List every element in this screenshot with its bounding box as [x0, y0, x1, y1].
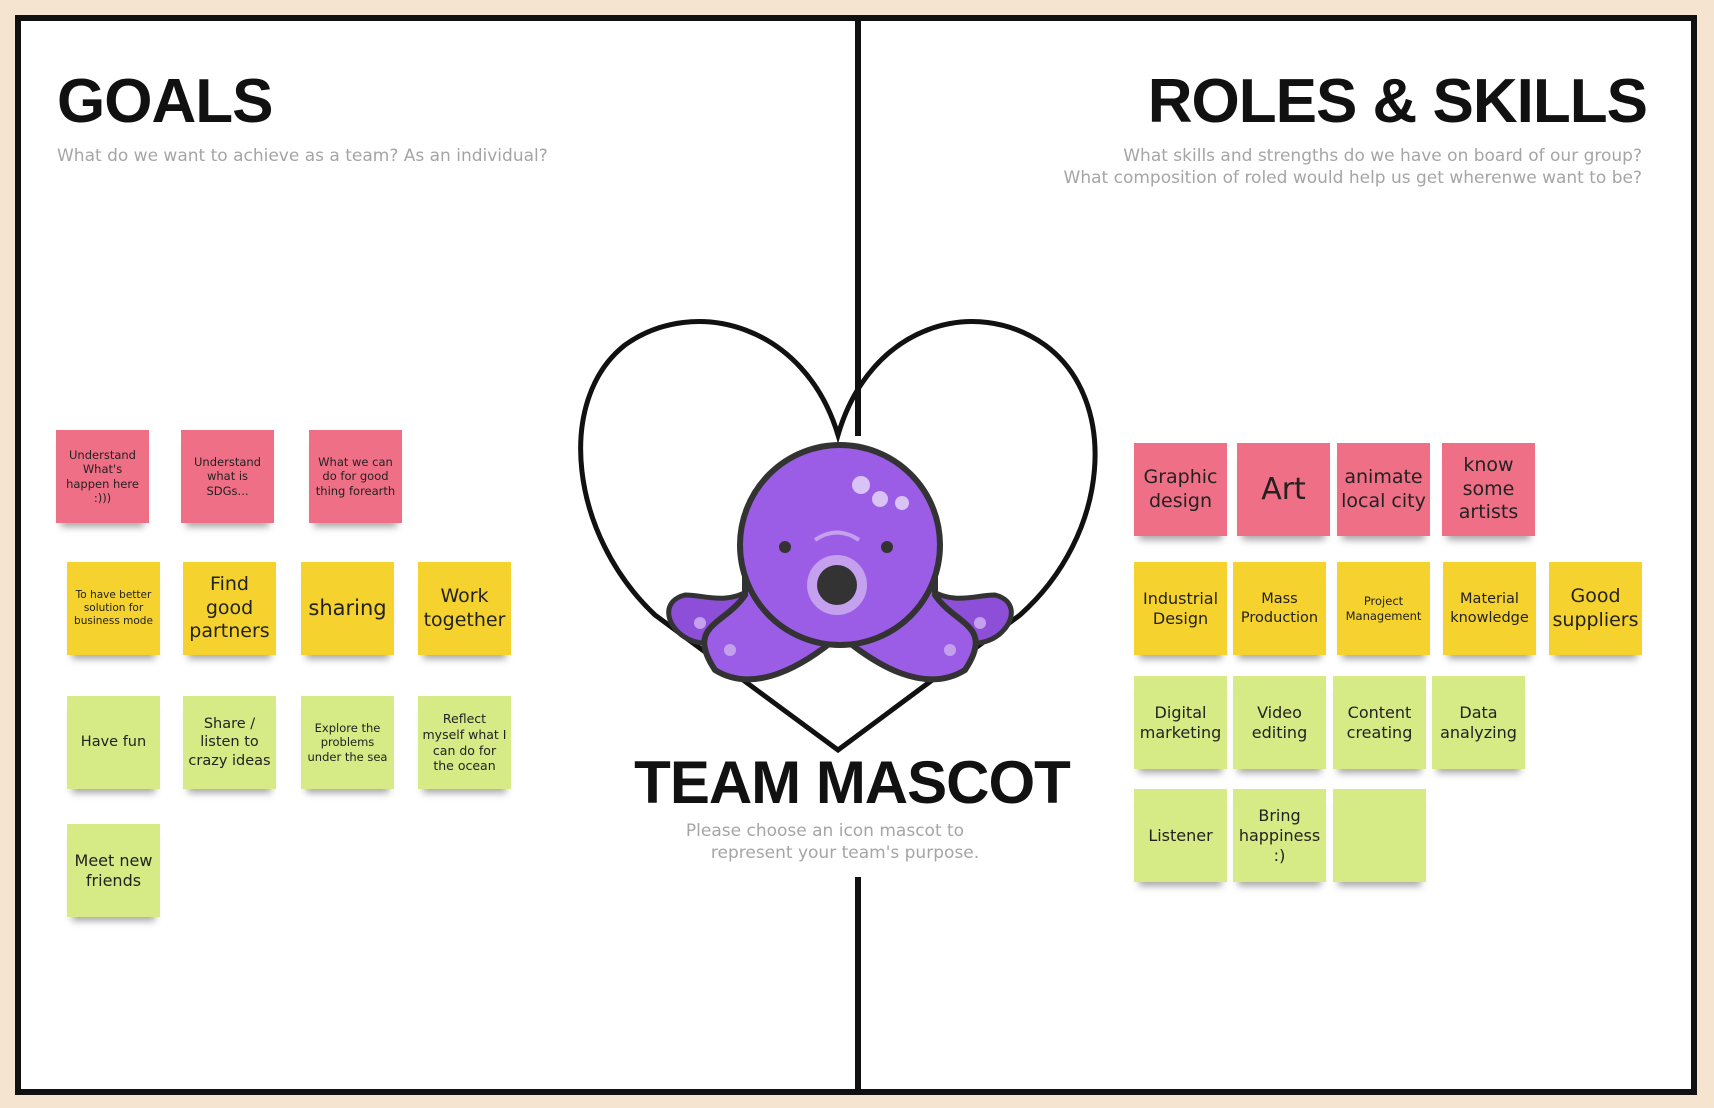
sticky-note[interactable]: Graphic design	[1134, 443, 1227, 536]
sticky-note[interactable]: Video editing	[1233, 676, 1326, 769]
sticky-note[interactable]: Industrial Design	[1134, 562, 1227, 655]
sticky-note[interactable]: Mass Production	[1233, 562, 1326, 655]
sticky-note[interactable]: Bring happiness :)	[1233, 789, 1326, 882]
mascot-subtitle-line-1: Please choose an icon mascot to	[685, 821, 965, 841]
octopus-icon[interactable]	[666, 442, 1014, 683]
sticky-note[interactable]: Have fun	[67, 696, 160, 789]
sticky-note[interactable]: Content creating	[1333, 676, 1426, 769]
sticky-note[interactable]: Digital marketing	[1134, 676, 1227, 769]
sticky-note[interactable]: animate local city	[1337, 443, 1430, 536]
mascot-subtitle-line-2: represent your team's purpose.	[710, 843, 980, 863]
sticky-note[interactable]: Work together	[418, 562, 511, 655]
sticky-note[interactable]: What we can do for good thing forearth	[309, 430, 402, 523]
sticky-note[interactable]: Reflect myself what I can do for the oce…	[418, 696, 511, 789]
divider-line-top	[855, 21, 861, 436]
roles-title: ROLES & SKILLS	[1147, 67, 1648, 136]
sticky-note[interactable]: Material knowledge	[1443, 562, 1536, 655]
sticky-note[interactable]: Project Management	[1337, 562, 1430, 655]
goals-subtitle: What do we want to achieve as a team? As…	[57, 146, 548, 166]
sticky-note[interactable]: Meet new friends	[67, 824, 160, 917]
sticky-note[interactable]: Share / listen to crazy ideas	[183, 696, 276, 789]
sticky-note[interactable]: Explore the problems under the sea	[301, 696, 394, 789]
sticky-note[interactable]: Art	[1237, 443, 1330, 536]
sticky-note[interactable]: Data analyzing	[1432, 676, 1525, 769]
sticky-note[interactable]: To have better solution for business mod…	[67, 562, 160, 655]
sticky-note[interactable]: Listener	[1134, 789, 1227, 882]
sticky-note[interactable]: sharing	[301, 562, 394, 655]
sticky-note[interactable]: Understand What's happen here :)))	[56, 430, 149, 523]
mascot-subtitle: Please choose an icon mascot to represen…	[600, 820, 1050, 864]
roles-subtitle-1: What skills and strengths do we have on …	[1123, 146, 1642, 166]
sticky-note-empty[interactable]	[1333, 789, 1426, 882]
sticky-note[interactable]: Understand what is SDGs...	[181, 430, 274, 523]
roles-subtitle-2: What composition of roled would help us …	[1063, 168, 1642, 188]
sticky-note[interactable]: know some artists	[1442, 443, 1535, 536]
sticky-note[interactable]: Good suppliers	[1549, 562, 1642, 655]
heart-outline	[578, 319, 1098, 754]
sticky-note[interactable]: Find good partners	[183, 562, 276, 655]
divider-line-bottom	[855, 877, 861, 1095]
goals-title: GOALS	[57, 67, 273, 136]
mascot-title: TEAM MASCOT	[634, 749, 1071, 816]
